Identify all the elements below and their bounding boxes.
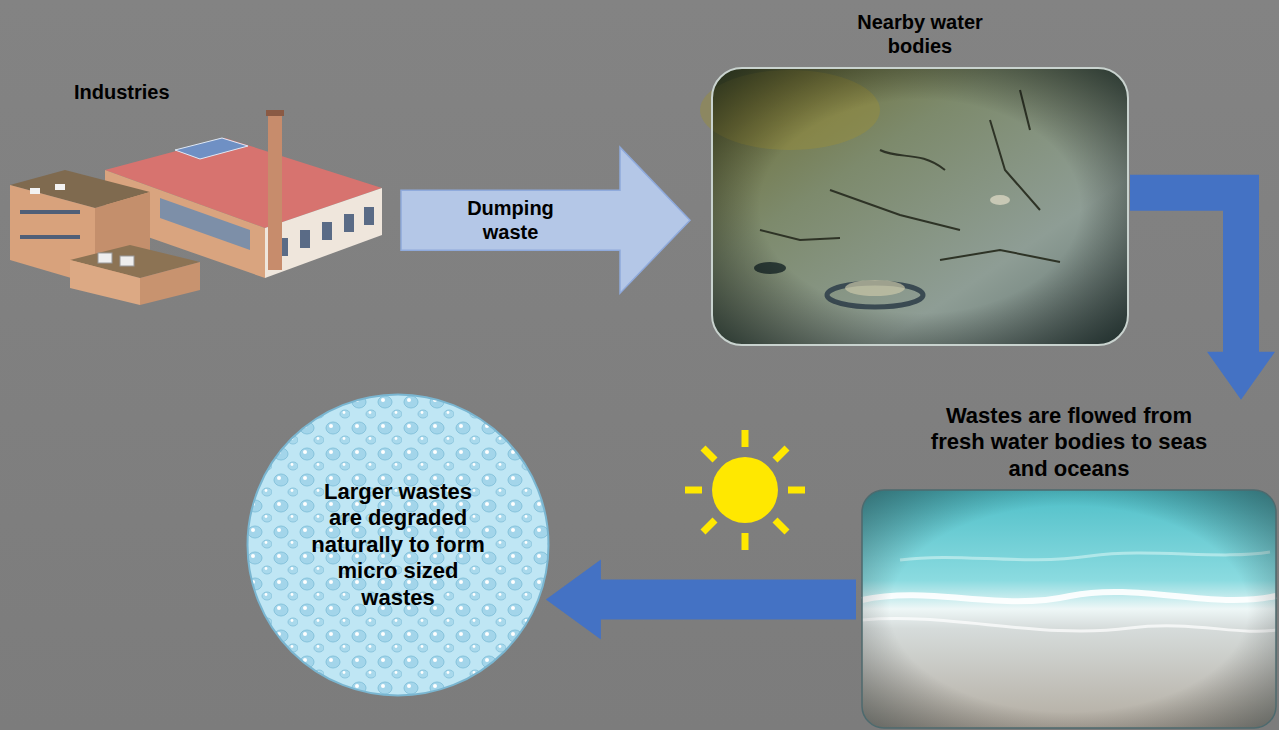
picture-area (862, 490, 1276, 728)
ray (703, 448, 715, 460)
window (364, 207, 374, 225)
picture-area (712, 68, 1128, 345)
factory-wall (265, 188, 382, 278)
dumping-arrow (401, 147, 690, 293)
block-wall (140, 262, 200, 305)
window (20, 235, 80, 239)
solar-panel (175, 138, 248, 159)
ray (775, 520, 787, 532)
block-windows (20, 210, 80, 239)
sun-disc (712, 457, 778, 523)
droplet-circle (248, 395, 549, 696)
pond-photo (700, 68, 1128, 345)
micro-waste-circle: Larger wastes are degraded naturally to … (246, 393, 550, 697)
factory-windows (160, 198, 374, 256)
ray (703, 520, 715, 532)
window (300, 230, 310, 248)
chimney-cap (266, 110, 284, 116)
pond-water (712, 68, 1128, 345)
node-heading: Industries (10, 80, 385, 104)
roof-vent (55, 184, 65, 190)
edge-label: Dumping waste (456, 196, 566, 244)
industry-node: Industries (10, 80, 385, 300)
node-heading-text: Nearby water bodies (835, 10, 1005, 58)
photo-frame (862, 490, 1276, 728)
ray (788, 487, 805, 494)
ac-unit (98, 253, 112, 263)
photo-frame (712, 68, 1128, 345)
ocean-photo (862, 490, 1276, 728)
window (20, 210, 80, 214)
chimney (268, 110, 282, 270)
ray (742, 430, 749, 447)
circle-text-area: Larger wastes are degraded naturally to … (246, 393, 550, 697)
node-heading-text: Industries (74, 80, 334, 104)
water-body-node: Nearby water bodies (712, 10, 1128, 345)
sun-rays (685, 430, 805, 550)
node-heading-text: Wastes are flowed from fresh water bodie… (924, 403, 1214, 482)
node-heading: Wastes are flowed from fresh water bodie… (862, 403, 1276, 482)
block-wall (70, 260, 140, 305)
ocean-node: Wastes are flowed from fresh water bodie… (862, 403, 1276, 728)
roof-vent (30, 188, 40, 194)
window (322, 222, 332, 240)
ray (742, 533, 749, 550)
flow-arrow (1130, 175, 1275, 400)
window (344, 214, 354, 232)
ray (775, 448, 787, 460)
window-band (160, 198, 250, 250)
picture-area (10, 110, 385, 300)
node-heading: Nearby water bodies (712, 10, 1128, 58)
factory-illustration (10, 110, 382, 305)
node-text: Larger wastes are degraded naturally to … (311, 479, 486, 611)
ac-unit (120, 256, 134, 266)
ray (685, 487, 702, 494)
degrade-arrow (546, 559, 856, 639)
sun-symbol (685, 430, 805, 550)
sea-beach (862, 490, 1276, 728)
